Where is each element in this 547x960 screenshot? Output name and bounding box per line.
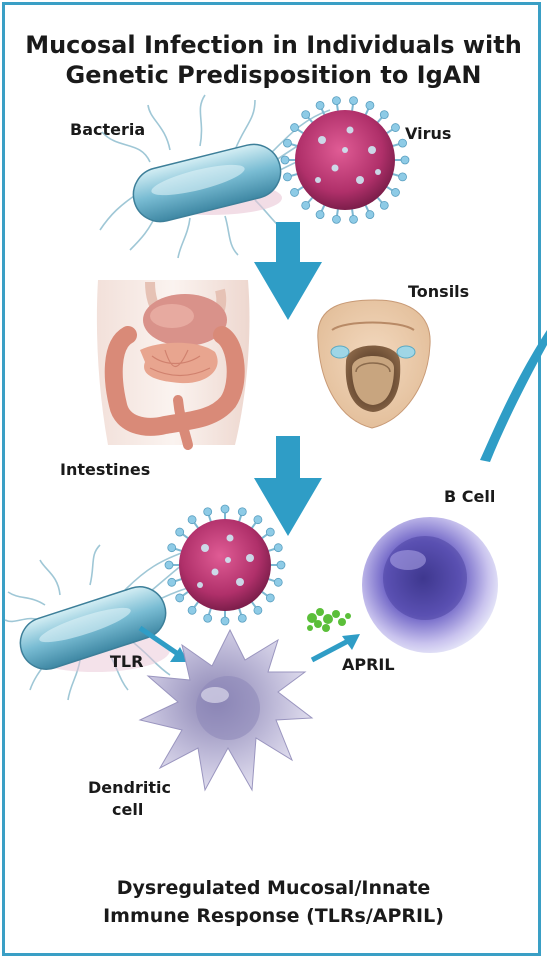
label-april: APRIL bbox=[342, 655, 395, 675]
virus-spike-tip bbox=[350, 215, 358, 223]
virus-illustration-top bbox=[281, 97, 409, 224]
label-b-cell: B Cell bbox=[444, 487, 495, 507]
virus-spike-tip bbox=[176, 594, 184, 602]
virus-spike-tip bbox=[266, 594, 274, 602]
virus-spike-tip bbox=[266, 528, 274, 536]
diagram-title-line-2: Genetic Predisposition to IgAN bbox=[0, 60, 547, 91]
down-arrow-1 bbox=[254, 222, 322, 320]
virus-spike-tip bbox=[277, 561, 285, 569]
virus-spike-tip bbox=[274, 544, 282, 552]
virus-spike-tip bbox=[254, 606, 262, 614]
virus-spike-tip bbox=[188, 516, 196, 524]
label-dendritic-line-2: cell bbox=[112, 800, 143, 820]
virus-spike-tip bbox=[283, 173, 291, 181]
footer-caption-line-2: Immune Response (TLRs/APRIL) bbox=[0, 903, 547, 930]
virus-spike-tip bbox=[401, 156, 409, 164]
label-dendritic-line-1: Dendritic bbox=[88, 778, 171, 798]
virus-spike-tip bbox=[391, 124, 399, 132]
virus-illustration-bottom bbox=[165, 505, 285, 625]
virus-spike-tip bbox=[283, 139, 291, 147]
virus-spike-tip bbox=[188, 606, 196, 614]
label-virus: Virus bbox=[405, 124, 451, 144]
down-arrow-2 bbox=[254, 436, 322, 536]
virus-spike-tip bbox=[366, 101, 374, 109]
virus-spike-tip bbox=[316, 101, 324, 109]
label-tonsils: Tonsils bbox=[408, 282, 469, 302]
april-protein-illustration bbox=[307, 608, 351, 632]
virus-spike-tip bbox=[221, 617, 229, 625]
virus-spike-tip bbox=[332, 215, 340, 223]
curved-arrow-to-right bbox=[480, 330, 547, 462]
virus-spike-tip bbox=[176, 528, 184, 536]
virus-spike-tip bbox=[291, 188, 299, 196]
virus-spike-tip bbox=[281, 156, 289, 164]
label-bacteria: Bacteria bbox=[70, 120, 145, 140]
virus-spike-tip bbox=[254, 516, 262, 524]
virus-spike-tip bbox=[274, 578, 282, 586]
label-intestines: Intestines bbox=[60, 460, 150, 480]
virus-spike-tip bbox=[399, 173, 407, 181]
virus-spike-tip bbox=[366, 211, 374, 219]
b-cell-illustration bbox=[362, 517, 498, 653]
virus-spike-tip bbox=[350, 97, 358, 105]
virus-spike-tip bbox=[238, 614, 246, 622]
tonsils-illustration bbox=[318, 300, 430, 428]
virus-spike-tip bbox=[380, 111, 388, 119]
virus-spike-tip bbox=[168, 544, 176, 552]
virus-spike-tip bbox=[302, 201, 310, 209]
virus-spike-tip bbox=[291, 124, 299, 132]
virus-spike-tip bbox=[302, 111, 310, 119]
intestines-illustration bbox=[97, 280, 250, 445]
virus-spike-tip bbox=[332, 97, 340, 105]
virus-spike-tip bbox=[391, 188, 399, 196]
virus-spike-tip bbox=[238, 508, 246, 516]
virus-spike-tip bbox=[168, 578, 176, 586]
label-tlr: TLR bbox=[110, 652, 143, 672]
virus-spike-tip bbox=[204, 614, 212, 622]
diagram-title-line-1: Mucosal Infection in Individuals with bbox=[0, 30, 547, 61]
footer-caption-line-1: Dysregulated Mucosal/Innate bbox=[0, 875, 547, 902]
virus-spike-tip bbox=[316, 211, 324, 219]
virus-spike-tip bbox=[165, 561, 173, 569]
virus-spike-tip bbox=[221, 505, 229, 513]
virus-spike-tip bbox=[204, 508, 212, 516]
virus-spike-tip bbox=[380, 201, 388, 209]
